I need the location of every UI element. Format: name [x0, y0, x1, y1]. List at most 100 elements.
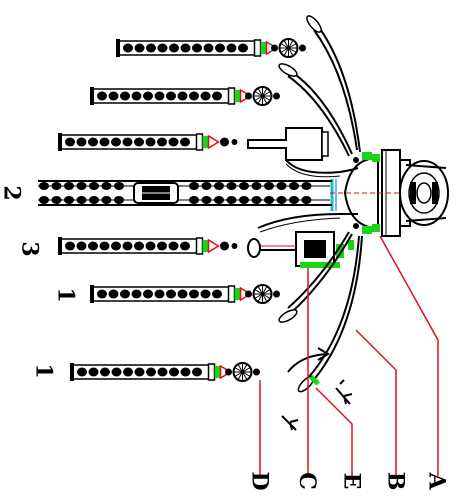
candle-socket-upper: [247, 127, 359, 178]
bead: [239, 196, 249, 204]
bead: [168, 137, 179, 147]
bead: [168, 241, 179, 251]
bead: [111, 367, 122, 377]
bead: [76, 182, 87, 190]
bead: [77, 367, 87, 377]
bead: [143, 289, 153, 299]
bead: [201, 196, 212, 204]
bead: [120, 289, 130, 299]
bead: [180, 137, 190, 147]
bead: [200, 91, 211, 101]
screw-symbols: [281, 379, 353, 431]
bead: [189, 289, 199, 299]
bead: [289, 196, 299, 204]
central-column-2: [38, 180, 332, 206]
label-1-upper: 1: [52, 287, 79, 303]
bead: [101, 196, 112, 204]
bead: [134, 241, 144, 251]
bead: [145, 241, 156, 251]
bead: [189, 196, 199, 204]
bead: [251, 196, 262, 204]
bead: [301, 182, 312, 190]
bead: [97, 91, 107, 101]
bead: [289, 182, 299, 190]
bead: [114, 182, 124, 190]
label-b: B: [382, 471, 409, 491]
bead: [114, 196, 124, 204]
label-a: A: [423, 472, 450, 490]
bead: [111, 241, 121, 251]
bead: [51, 196, 62, 204]
bead: [264, 196, 274, 204]
bead-string: [116, 38, 306, 58]
ball: [220, 241, 229, 251]
arm-tip-caps: [278, 15, 322, 393]
bead: [88, 241, 98, 251]
bead: [157, 241, 167, 251]
label-2: 2: [0, 185, 25, 201]
bead: [76, 241, 87, 251]
bead: [203, 43, 214, 53]
bead: [108, 289, 119, 299]
bead: [212, 289, 222, 299]
bead: [226, 43, 237, 53]
attach-arrow: [287, 347, 330, 373]
bead: [39, 196, 49, 204]
bead: [189, 182, 199, 190]
bead: [99, 241, 110, 251]
bead: [239, 182, 249, 190]
bead: [89, 182, 99, 190]
column-beads-bottom: [39, 196, 312, 204]
bead: [64, 196, 74, 204]
bead: [180, 367, 191, 377]
bead-string: [58, 133, 238, 151]
curved-arms: [287, 25, 363, 383]
bead: [145, 137, 156, 147]
bead: [65, 241, 75, 251]
bead: [212, 91, 222, 101]
bead: [238, 43, 248, 53]
label-3: 3: [16, 241, 43, 257]
bead: [88, 137, 98, 147]
bead: [154, 289, 165, 299]
leader-e: [315, 387, 353, 476]
bead: [123, 43, 133, 53]
bead-string: [70, 362, 260, 382]
label-e: E: [338, 472, 365, 490]
bead: [154, 91, 165, 101]
bead: [169, 43, 179, 53]
bead: [64, 182, 74, 190]
bead: [122, 241, 133, 251]
bead: [51, 182, 62, 190]
bead-string: [58, 237, 238, 255]
bead: [192, 367, 202, 377]
bead: [276, 196, 287, 204]
bead: [120, 91, 130, 101]
bead: [301, 196, 312, 204]
bead: [99, 137, 110, 147]
bead: [101, 182, 112, 190]
center-body: [330, 152, 400, 234]
label-c: C: [293, 472, 320, 490]
bead: [189, 91, 199, 101]
bead: [157, 367, 168, 377]
bead-string: [90, 86, 280, 106]
bead: [76, 137, 87, 147]
bead: [88, 367, 99, 377]
bead: [214, 182, 224, 190]
bead: [226, 182, 237, 190]
bead: [166, 289, 176, 299]
bead: [65, 137, 75, 147]
bead: [226, 196, 237, 204]
candle-socket-lower: [247, 213, 358, 268]
column-beads-top: [39, 182, 312, 190]
bead: [169, 367, 179, 377]
bead: [131, 289, 142, 299]
bead: [180, 241, 190, 251]
bead: [108, 91, 119, 101]
bead: [122, 137, 133, 147]
label-1-lower: 1: [30, 363, 57, 379]
bead: [123, 367, 133, 377]
